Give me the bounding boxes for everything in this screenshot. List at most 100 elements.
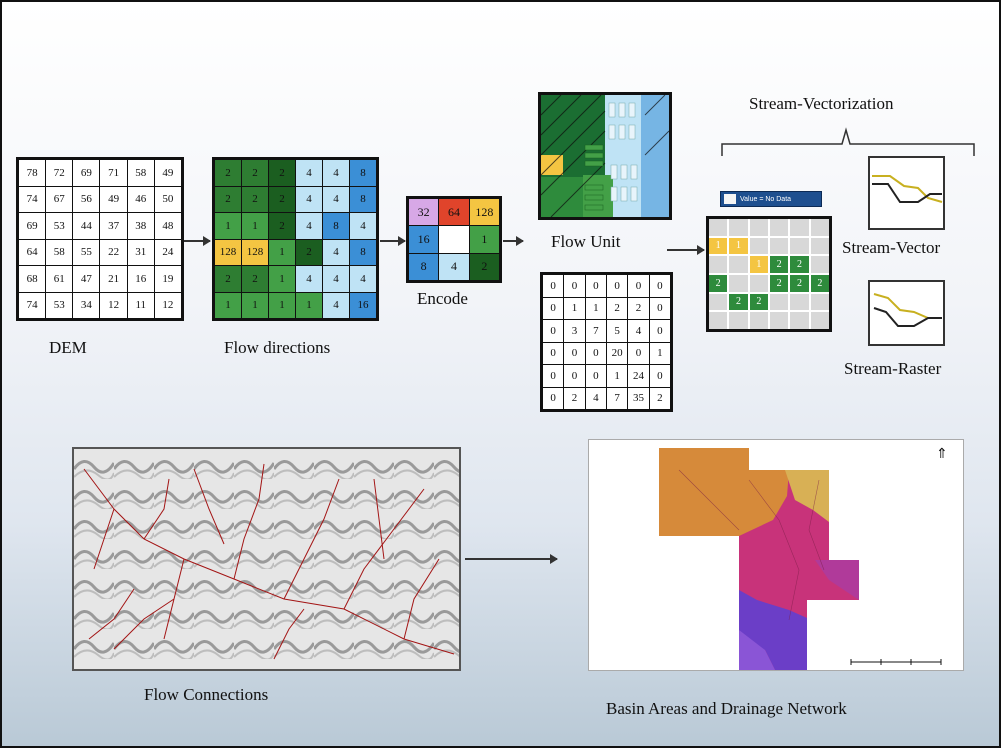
stream-cell [709, 256, 728, 273]
accumulation-cell: 0 [543, 320, 564, 342]
dem-cell: 50 [154, 186, 181, 212]
north-arrow-icon: ⇑ [936, 445, 948, 461]
flow-direction-cell: 8 [350, 160, 376, 186]
stream-cell [709, 293, 728, 311]
dem-cell: 38 [127, 213, 154, 239]
dem-cell: 74 [19, 186, 46, 212]
flow-direction-cell: 4 [296, 160, 322, 186]
stream-cell: 1 [709, 237, 728, 255]
accumulation-cell: 1 [607, 365, 628, 387]
stream-cell [810, 293, 829, 311]
stream-cell [810, 312, 829, 329]
stream-cell [729, 219, 748, 236]
encode-cell: 64 [439, 199, 469, 226]
flow-connections-graphic [74, 449, 459, 669]
encode-label: Encode [417, 289, 468, 308]
stream-cell [709, 219, 728, 236]
flow-direction-cell: 2 [215, 266, 241, 292]
dem-cell: 64 [19, 239, 46, 265]
accumulation-cell: 2 [628, 297, 649, 319]
accumulation-cell: 4 [585, 387, 606, 409]
accumulation-cell: 0 [543, 297, 564, 319]
stream-cell [709, 312, 728, 329]
flow-direction-cell: 2 [242, 266, 268, 292]
accumulation-cell: 0 [564, 275, 585, 297]
stream-cell [729, 274, 748, 292]
arrow-flowunit-to-stream [667, 245, 705, 255]
accumulation-cell: 7 [607, 387, 628, 409]
dem-cell: 53 [46, 292, 73, 318]
accumulation-cell: 0 [649, 275, 670, 297]
stream-cell [790, 293, 809, 311]
stream-cell [770, 219, 789, 236]
stream-cell: 2 [770, 256, 789, 273]
stream-cell [729, 312, 748, 329]
dem-cell: 71 [100, 160, 127, 186]
stream-cell [749, 274, 768, 292]
accumulation-cell: 0 [628, 275, 649, 297]
dem-cell: 72 [46, 160, 73, 186]
dem-cell: 19 [154, 266, 181, 292]
dem-cell: 58 [127, 160, 154, 186]
dem-cell: 69 [73, 160, 100, 186]
encode-cell: 32 [409, 199, 439, 226]
flow-direction-cell: 4 [296, 266, 322, 292]
flow-connections-image [72, 447, 461, 671]
dem-cell: 31 [127, 239, 154, 265]
stream-cell: 2 [810, 274, 829, 292]
dem-cell: 49 [100, 186, 127, 212]
flow-direction-cell: 1 [296, 292, 322, 318]
flow-direction-cell: 4 [323, 239, 349, 265]
legend-text: Value = No Data [740, 195, 792, 203]
flow-direction-cell: 1 [269, 266, 295, 292]
flow-direction-cell: 2 [242, 186, 268, 212]
accumulation-cell: 0 [649, 365, 670, 387]
flow-direction-cell: 4 [350, 213, 376, 239]
stream-cell [749, 237, 768, 255]
flow-direction-cell: 128 [215, 239, 241, 265]
encode-cell: 4 [439, 253, 469, 280]
legend-swatch [724, 194, 736, 204]
stream-raster-image [868, 280, 945, 346]
accumulation-cell: 2 [649, 387, 670, 409]
accumulation-cell: 0 [564, 365, 585, 387]
stream-cell: 2 [749, 293, 768, 311]
flow-direction-cell: 2 [242, 160, 268, 186]
dem-cell: 67 [46, 186, 73, 212]
flow-direction-cell: 4 [323, 160, 349, 186]
stream-cell [770, 237, 789, 255]
stream-cell [749, 219, 768, 236]
dem-cell: 56 [73, 186, 100, 212]
flow-direction-cell: 4 [296, 213, 322, 239]
stream-raster-label: Stream-Raster [844, 359, 942, 378]
flow-direction-cell: 4 [350, 266, 376, 292]
flow-direction-cell: 2 [269, 186, 295, 212]
flow-connections-label: Flow Connections [144, 685, 269, 704]
dem-cell: 44 [73, 213, 100, 239]
stream-vector-image [868, 156, 945, 230]
stream-vectorization-label: Stream-Vectorization [749, 94, 894, 113]
flow-direction-cell: 2 [215, 160, 241, 186]
dem-cell: 46 [127, 186, 154, 212]
arrow-connections-to-basin [465, 554, 558, 564]
stream-cell [729, 256, 748, 273]
arrow-encode-to-flowunit [503, 236, 524, 246]
accumulation-cell: 0 [543, 365, 564, 387]
dem-cell: 78 [19, 160, 46, 186]
accumulation-cell: 0 [543, 387, 564, 409]
stream-raster-graphic [873, 293, 942, 327]
stream-cell: 2 [709, 274, 728, 292]
dem-cell: 37 [100, 213, 127, 239]
dem-cell: 49 [154, 160, 181, 186]
flow-direction-cell: 4 [323, 266, 349, 292]
flow-unit-image [538, 92, 672, 220]
basin-areas-graphic: ⇑ [589, 440, 963, 670]
arrow-flowdir-to-encode [380, 236, 406, 246]
flow-direction-cell: 1 [242, 292, 268, 318]
dem-cell: 69 [19, 213, 46, 239]
flow-direction-cell: 2 [269, 160, 295, 186]
flow-direction-cell: 2 [269, 213, 295, 239]
